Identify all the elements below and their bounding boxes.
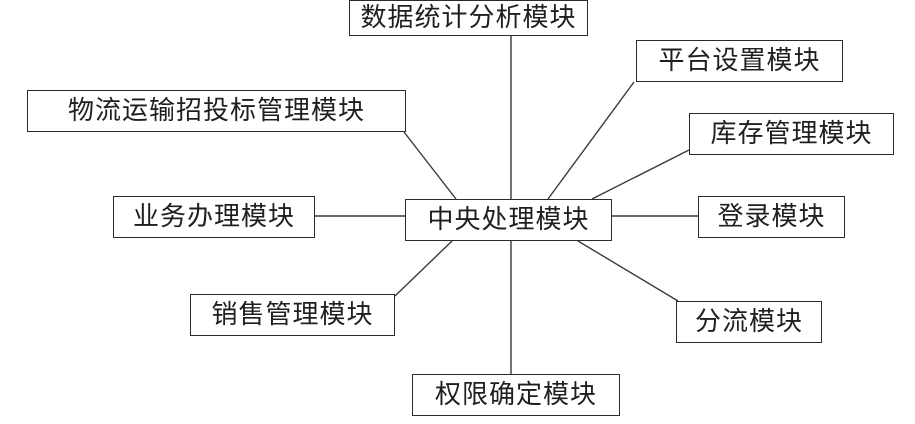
connector-inventory — [592, 150, 689, 199]
business-handling-module-label: 业务办理模块 — [133, 204, 295, 230]
sales-management-module-box: 销售管理模块 — [190, 294, 395, 336]
central-processing-module-box: 中央处理模块 — [405, 199, 612, 241]
connector-diversion — [578, 241, 678, 301]
inventory-management-module-box: 库存管理模块 — [689, 113, 894, 155]
diversion-module-label: 分流模块 — [695, 309, 803, 335]
business-handling-module-box: 业务办理模块 — [113, 196, 315, 238]
login-module-box: 登录模块 — [698, 196, 845, 238]
stats-analysis-module-label: 数据统计分析模块 — [360, 5, 576, 31]
permission-module-box: 权限确定模块 — [412, 374, 620, 416]
central-processing-module-label: 中央处理模块 — [427, 207, 589, 233]
login-module-label: 登录模块 — [717, 204, 825, 230]
logistics-bidding-module-box: 物流运输招投标管理模块 — [27, 90, 406, 132]
connector-logistics — [404, 132, 456, 199]
platform-settings-module-box: 平台设置模块 — [636, 40, 843, 82]
diversion-module-box: 分流模块 — [676, 301, 822, 343]
inventory-management-module-label: 库存管理模块 — [710, 121, 872, 147]
logistics-bidding-module-label: 物流运输招投标管理模块 — [68, 98, 365, 124]
permission-module-label: 权限确定模块 — [435, 382, 597, 408]
connector-sales — [395, 241, 452, 296]
platform-settings-module-label: 平台设置模块 — [658, 48, 820, 74]
connector-platform — [548, 82, 634, 199]
sales-management-module-label: 销售管理模块 — [211, 302, 373, 328]
stats-analysis-module-box: 数据统计分析模块 — [349, 0, 588, 36]
